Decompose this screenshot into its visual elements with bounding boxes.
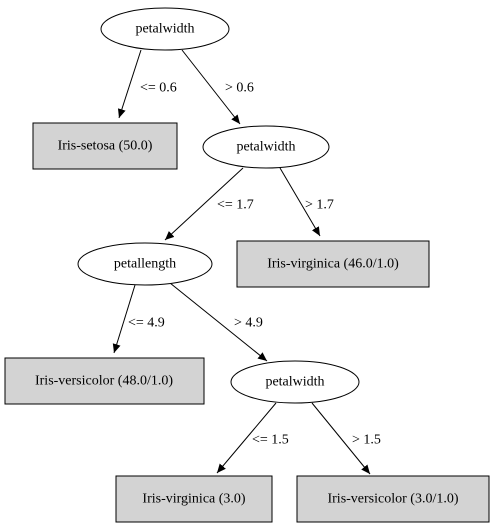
leaf-label: Iris-setosa (50.0): [58, 139, 153, 154]
edge-label-n4-left: <= 1.5: [252, 433, 289, 448]
leaf-label: Iris-virginica (46.0/1.0): [267, 257, 399, 272]
edge-label-n3-right: > 4.9: [234, 316, 263, 331]
edge-label-n3-left: <= 4.9: [128, 316, 165, 331]
leaf-node-setosa: Iris-setosa (50.0): [32, 122, 178, 170]
leaf-node-versicolor-1: Iris-versicolor (48.0/1.0): [4, 357, 205, 405]
leaf-node-virginica-2: Iris-virginica (3.0): [115, 475, 273, 523]
decision-node-3: petallength: [77, 242, 213, 286]
edge-n2-virginica1: [279, 167, 321, 237]
node-label: petalwidth: [265, 375, 324, 390]
edge-root-setosa: [117, 49, 142, 119]
edge-label-n4-right: > 1.5: [352, 433, 381, 448]
edge-root-n2: [181, 49, 241, 125]
edge-n2-n3: [164, 167, 244, 241]
node-label: petalwidth: [135, 22, 194, 37]
edge-n3-versicolor1: [112, 284, 136, 354]
edge-label-root-right: > 0.6: [225, 81, 254, 96]
decision-node-2: petalwidth: [202, 125, 330, 169]
edges: [112, 49, 371, 475]
edge-label-n2-right: > 1.7: [305, 198, 334, 213]
edge-label-n2-left: <= 1.7: [217, 198, 254, 213]
leaf-label: Iris-versicolor (3.0/1.0): [327, 492, 458, 507]
leaf-node-versicolor-2: Iris-versicolor (3.0/1.0): [296, 475, 490, 523]
edge-labels: <= 0.6 > 0.6 <= 1.7 > 1.7 <= 4.9 > 4.9 <…: [128, 81, 381, 448]
leaf-label: Iris-versicolor (48.0/1.0): [35, 374, 173, 389]
decision-node-root: petalwidth: [100, 7, 230, 51]
edge-n3-n4: [169, 282, 268, 362]
edge-n4-versicolor2: [311, 402, 371, 475]
node-label: petalwidth: [236, 140, 295, 155]
node-label: petallength: [114, 257, 176, 272]
edge-n4-virginica2: [216, 402, 277, 474]
leaf-node-virginica-1: Iris-virginica (46.0/1.0): [236, 240, 430, 288]
edge-label-root-left: <= 0.6: [140, 81, 177, 96]
decision-node-4: petalwidth: [230, 360, 360, 404]
leaf-label: Iris-virginica (3.0): [142, 492, 245, 507]
